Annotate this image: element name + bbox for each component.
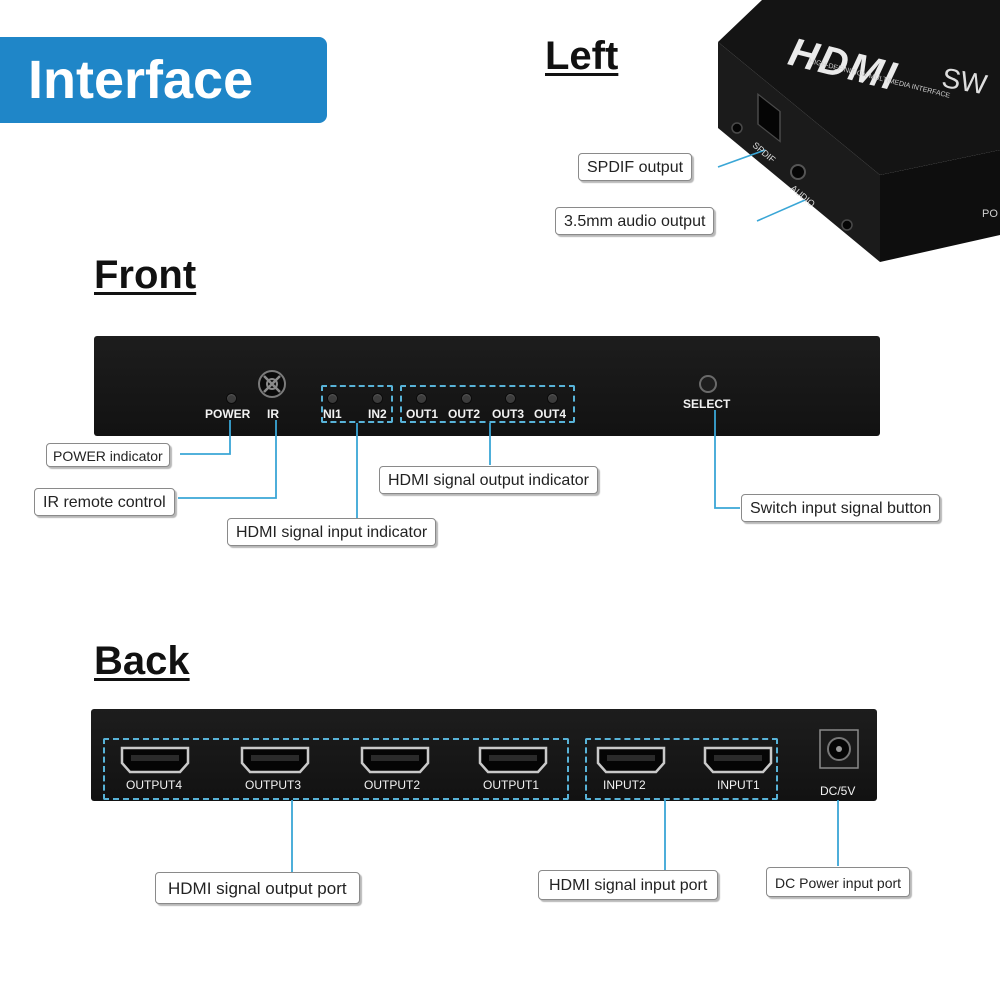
leader-spdif (717, 149, 766, 168)
output-port-group (103, 738, 569, 800)
input-indicator-group (321, 385, 393, 423)
callout-spdif-output: SPDIF output (578, 153, 693, 181)
callout-output-indicator: HDMI signal output indicator (379, 466, 598, 494)
callout-output-port: HDMI signal output port (155, 872, 360, 904)
hdmi-output4-port (120, 746, 190, 774)
device-front-face (880, 150, 1000, 262)
audio-jack (790, 164, 806, 180)
leader-audio (756, 199, 806, 222)
heading-front: Front (94, 253, 197, 297)
device-top-face (718, 0, 1000, 175)
heading-back: Back (94, 639, 190, 683)
label-input1: INPUT1 (717, 778, 760, 792)
section-title-badge: Interface (0, 37, 327, 123)
in1-led (327, 393, 338, 404)
out2-led (461, 393, 472, 404)
label-out3: OUT3 (492, 407, 525, 421)
label-ir: IR (267, 407, 279, 421)
output-indicator-group (400, 385, 575, 423)
label-out4: OUT4 (534, 407, 567, 421)
ir-receiver-icon (258, 370, 286, 398)
callout-select-button: Switch input signal button (741, 494, 941, 522)
label-in1: NI1 (323, 407, 342, 421)
select-button[interactable] (699, 375, 717, 393)
spdif-port (757, 92, 781, 143)
out3-led (505, 393, 516, 404)
callout-power-indicator: POWER indicator (46, 443, 170, 467)
out1-led (416, 393, 427, 404)
hdmi-output1-port (478, 746, 548, 774)
power-led (226, 393, 237, 404)
heading-left: Left (545, 34, 619, 78)
label-out2: OUT2 (448, 407, 481, 421)
label-power: POWER (205, 407, 251, 421)
hdmi-input2-port (596, 746, 666, 774)
callout-ir-remote: IR remote control (34, 488, 175, 516)
label-select: SELECT (683, 397, 731, 411)
label-output3: OUTPUT3 (245, 778, 302, 792)
label-out1: OUT1 (406, 407, 439, 421)
side-jack-left (731, 122, 743, 134)
label-output2: OUTPUT2 (364, 778, 421, 792)
left-device-illustration (717, 0, 1000, 262)
label-output1: OUTPUT1 (483, 778, 540, 792)
label-output4: OUTPUT4 (126, 778, 183, 792)
side-jack-right (841, 219, 853, 231)
dc-jack-pin (836, 746, 842, 752)
hdmi-output3-port (240, 746, 310, 774)
input-port-group (585, 738, 778, 800)
back-leader-lines (291, 800, 839, 873)
label-dc: DC/5V (820, 784, 856, 798)
callout-input-port: HDMI signal input port (538, 870, 719, 900)
callout-audio-output: 3.5mm audio output (555, 207, 715, 235)
out4-led (547, 393, 558, 404)
hdmi-output2-port (360, 746, 430, 774)
device-side-partial-label: PO (982, 208, 998, 220)
callout-dc-port: DC Power input port (766, 867, 911, 897)
label-in2: IN2 (368, 407, 387, 421)
label-input2: INPUT2 (603, 778, 646, 792)
callout-input-indicator: HDMI signal input indicator (227, 518, 437, 546)
in2-led (372, 393, 383, 404)
hdmi-input1-port (703, 746, 773, 774)
